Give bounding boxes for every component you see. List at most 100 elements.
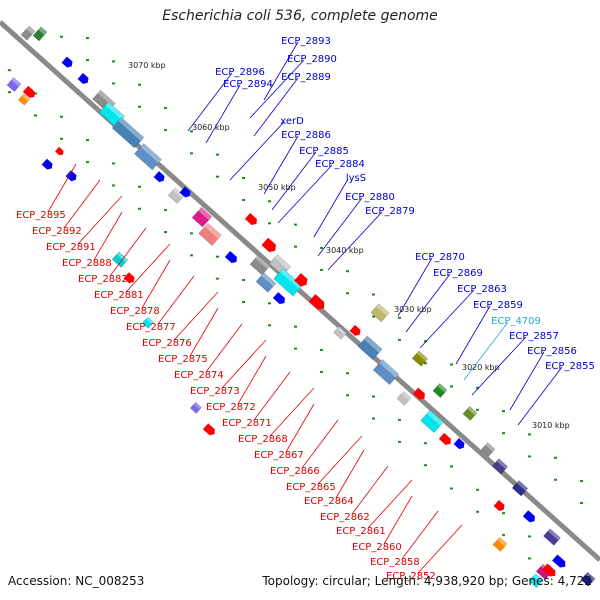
- gene-label: ECP_2852: [386, 571, 436, 582]
- track-tick: [424, 464, 427, 467]
- gene-arrow: [244, 212, 257, 225]
- gene-features: [6, 25, 596, 589]
- gene-block: [111, 251, 129, 268]
- track-tick: [528, 455, 531, 458]
- kbp-tick-label: 3070 kbp: [128, 61, 166, 70]
- track-tick: [164, 209, 167, 212]
- gene-label: ECP_2879: [365, 206, 415, 217]
- gene-label: ECP_2876: [142, 338, 192, 349]
- track-tick: [294, 223, 297, 226]
- gene-arrow: [123, 272, 135, 284]
- gene-arrow: [294, 273, 308, 287]
- page-title: Escherichia coli 536, complete genome: [162, 8, 438, 24]
- track-tick: [60, 115, 63, 118]
- gene-block: [191, 206, 213, 228]
- track-tick: [320, 348, 323, 351]
- kbp-tick-label: 3060 kbp: [192, 123, 230, 132]
- callout-leader: [335, 449, 365, 499]
- gene-block: [273, 267, 303, 297]
- track-tick: [216, 175, 219, 178]
- callout-leader: [221, 339, 267, 389]
- gene-block: [370, 303, 390, 323]
- callout-leader: [401, 510, 439, 560]
- gene-arrow: [493, 500, 505, 511]
- track-tick: [138, 83, 141, 86]
- track-tick: [398, 418, 401, 421]
- callout-leader: [63, 179, 101, 229]
- callout-leader: [173, 291, 219, 341]
- gene-label: ECP_2861: [336, 526, 386, 537]
- callout-leader: [405, 273, 451, 333]
- gene-label: ECP_2860: [352, 542, 402, 553]
- gene-label: ECP_2890: [287, 54, 337, 65]
- gene-block: [543, 528, 561, 546]
- gene-block: [333, 326, 347, 340]
- gene-block: [20, 25, 36, 41]
- callout-leader: [271, 151, 317, 211]
- gene-label: ECP_2871: [222, 418, 272, 429]
- track-tick: [86, 161, 89, 164]
- gene-label: ECP_2880: [345, 192, 395, 203]
- gene-arrow: [308, 294, 325, 310]
- gene-label: ECP_2856: [527, 346, 577, 357]
- track-tick: [398, 316, 401, 319]
- track-tick: [268, 200, 271, 203]
- callout-leader: [253, 371, 291, 421]
- track-tick: [242, 198, 245, 201]
- gene-block: [167, 187, 185, 204]
- gene-label: ECP_2870: [415, 252, 465, 263]
- gene-block: [372, 359, 400, 386]
- callout-leader: [509, 351, 545, 411]
- track-tick: [528, 535, 531, 538]
- gene-label: ECP_2893: [281, 36, 331, 47]
- gene-block: [462, 406, 478, 421]
- gene-arrow: [22, 85, 35, 98]
- track-tick: [528, 557, 531, 560]
- gene-label: ECP_2878: [110, 306, 160, 317]
- callout-leader: [205, 323, 243, 373]
- callout-leader: [351, 465, 389, 515]
- gene-arrow: [261, 237, 276, 253]
- callout-leader: [313, 178, 349, 238]
- track-tick: [138, 207, 141, 210]
- callout-leader: [187, 72, 233, 132]
- callout-leader: [141, 259, 171, 309]
- track-tick: [554, 456, 557, 459]
- track-tick: [34, 114, 37, 117]
- genome-summary-text: Topology: circular; Length: 4,938,920 bp…: [262, 574, 592, 588]
- gene-label: ECP_2882: [78, 274, 128, 285]
- gene-label: ECP_2862: [320, 512, 370, 523]
- callout-leader: [125, 243, 171, 293]
- gene-label: lysS: [346, 173, 366, 184]
- gene-block: [411, 350, 429, 367]
- gene-label: ECP_2895: [16, 210, 66, 221]
- track-tick: [294, 347, 297, 350]
- gene-block: [357, 335, 383, 361]
- gene-block: [6, 77, 22, 92]
- track-tick: [190, 254, 193, 257]
- track-tick: [476, 510, 479, 513]
- track-tick: [216, 153, 219, 156]
- gene-arrow: [153, 171, 165, 183]
- track-tick: [34, 92, 37, 95]
- track-tick: [450, 487, 453, 490]
- callout-leader: [269, 387, 315, 437]
- accession-text: Accession: NC_008253: [8, 574, 145, 588]
- gene-label: ECP_2896: [215, 67, 265, 78]
- gene-arrow: [61, 56, 73, 68]
- track-tick: [476, 408, 479, 411]
- callout-leader: [463, 321, 509, 381]
- genome-backbone: [0, 20, 600, 562]
- gene-block: [17, 93, 31, 106]
- callout-leader: [229, 121, 285, 181]
- callout-leader: [455, 305, 491, 365]
- track-tick: [112, 82, 115, 85]
- callout-leader: [327, 211, 383, 271]
- track-tick: [86, 59, 89, 62]
- callout-leader: [263, 41, 299, 101]
- track-tick: [450, 465, 453, 468]
- gene-label: ECP_2877: [126, 322, 176, 333]
- track-tick: [476, 386, 479, 389]
